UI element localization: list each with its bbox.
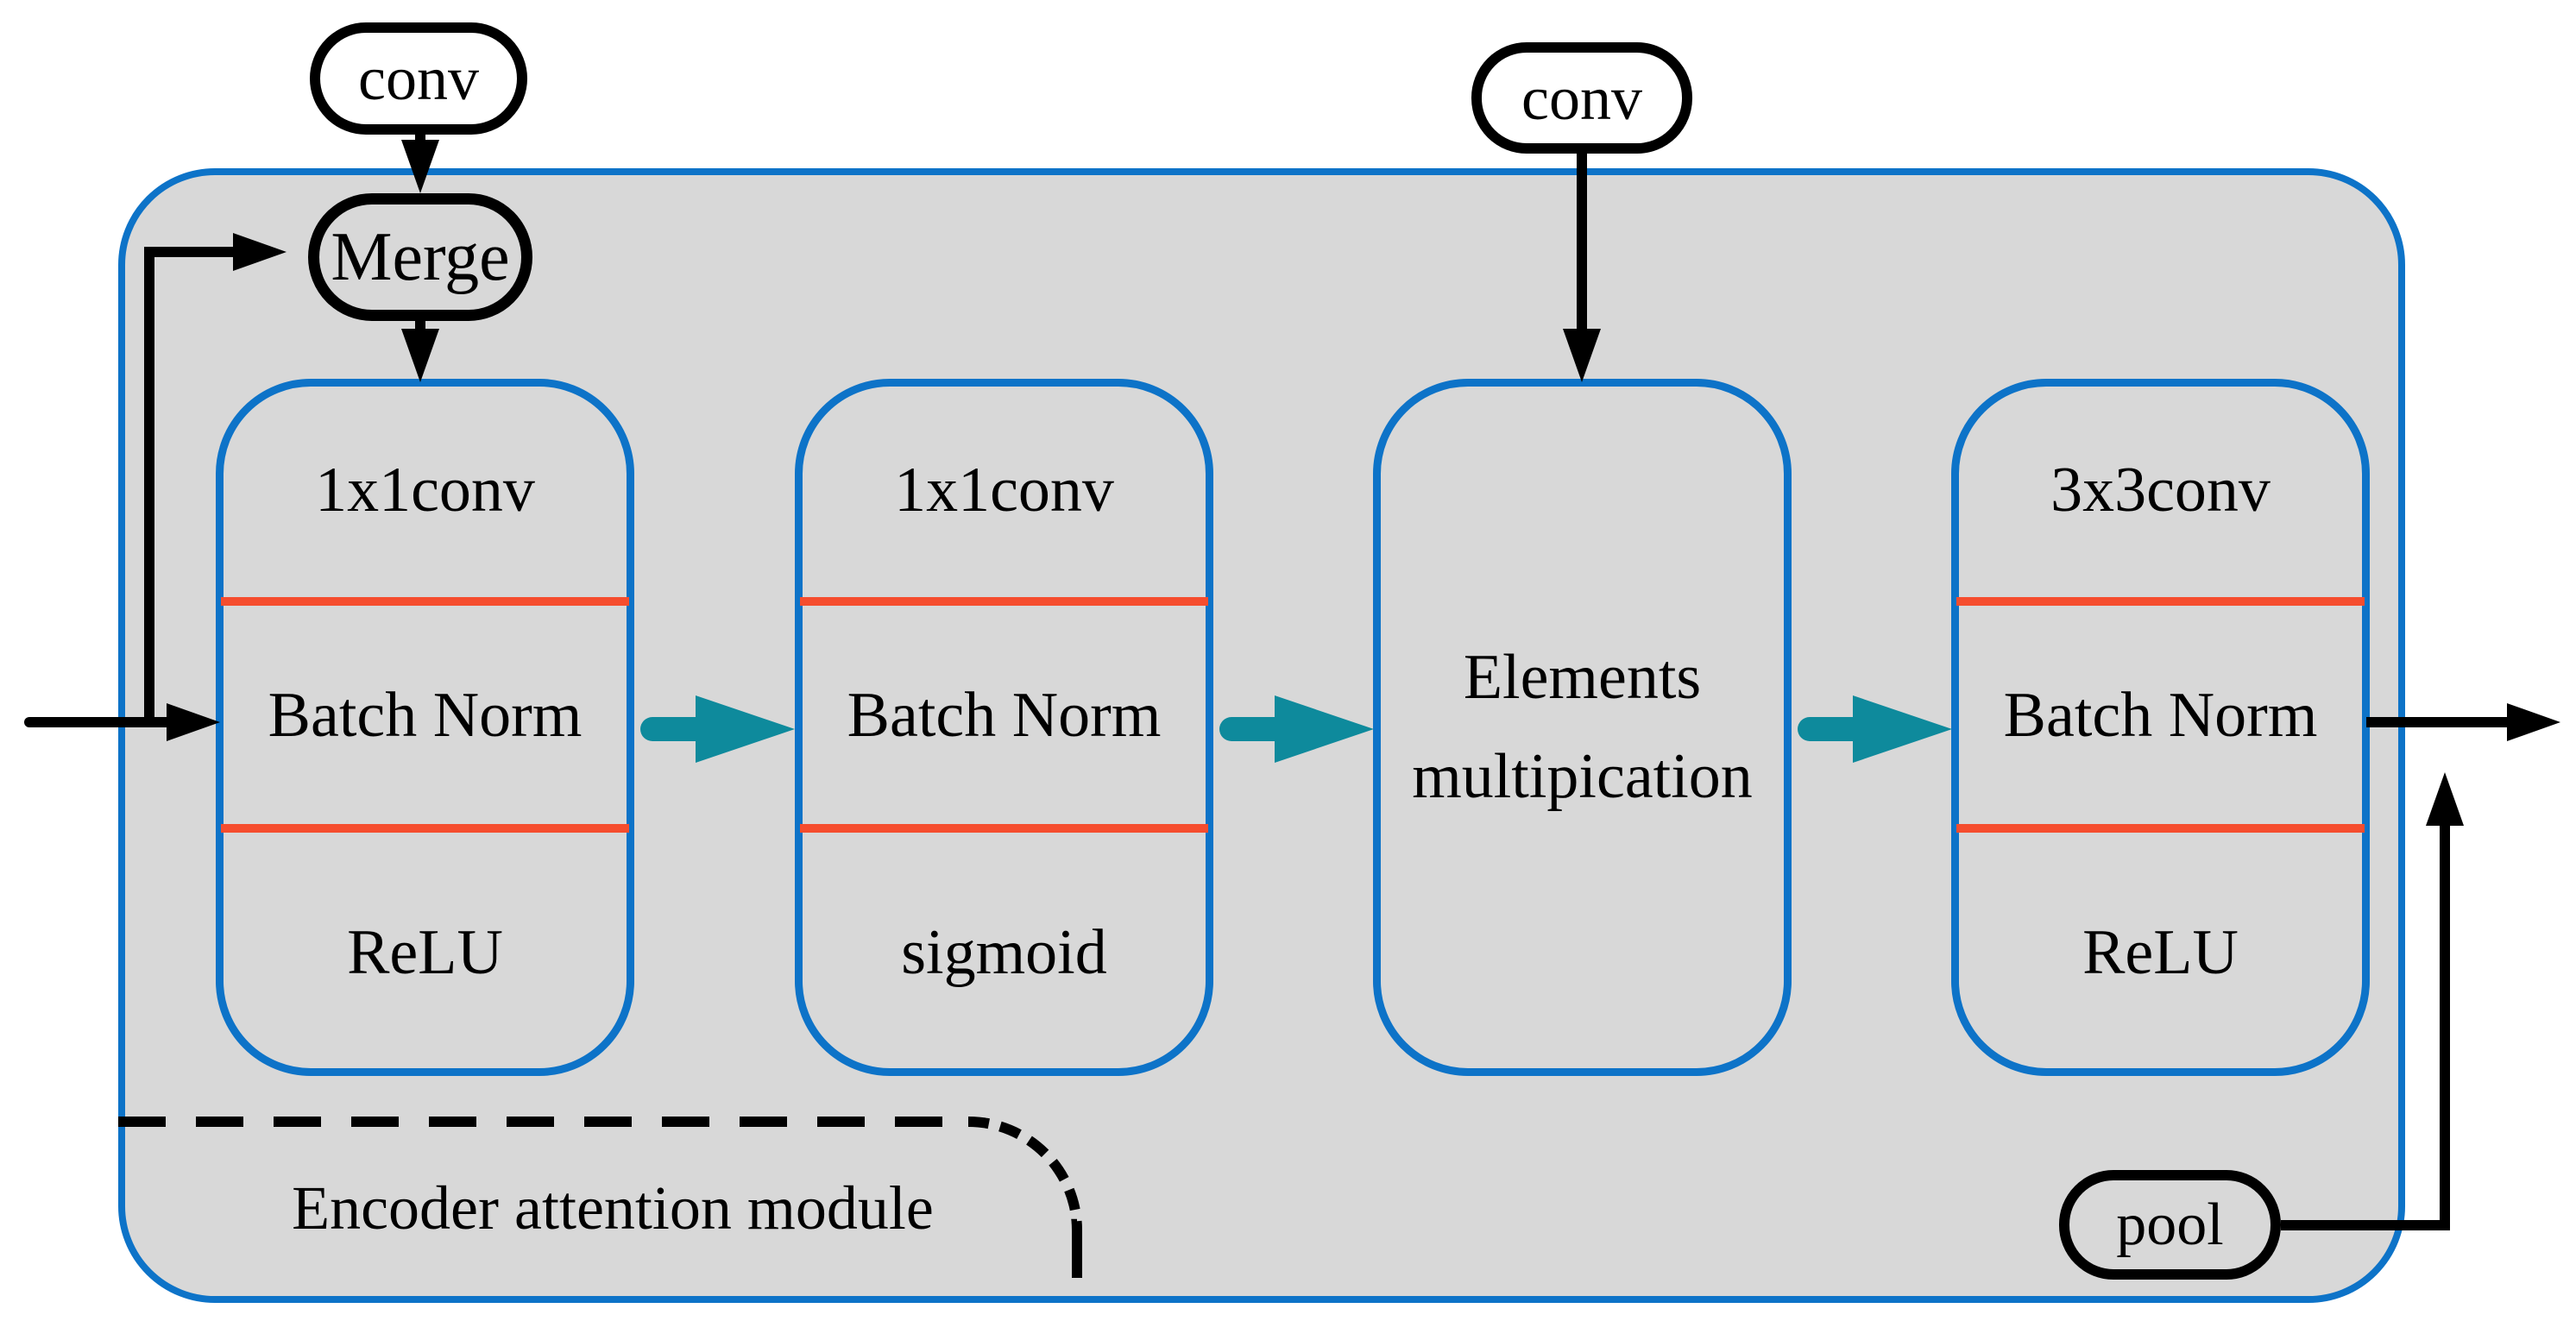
block1-row-conv: 1x1conv [315, 454, 535, 525]
conv-node-top-right: conv [1471, 42, 1692, 154]
merge-node-label: Merge [331, 219, 510, 295]
teal-arrow-1-head-icon [696, 695, 795, 763]
block2-row-activation: sigmoid [901, 917, 1107, 988]
block-conv1x1-bn-relu [216, 379, 634, 1076]
divider-red [800, 597, 1208, 606]
output-arrow-shaft [2366, 717, 2507, 727]
divider-red [800, 824, 1208, 833]
module-boundary-dashed-horizontal [118, 1117, 968, 1127]
teal-arrow-2-head-icon [1275, 695, 1374, 763]
divider-red [221, 824, 629, 833]
block1-row-batchnorm: Batch Norm [268, 679, 583, 751]
merge-node: Merge [308, 193, 532, 321]
block1-row-activation: ReLU [347, 917, 503, 988]
block4-row-activation: ReLU [2082, 917, 2239, 988]
block4-row-conv: 3x3conv [2050, 454, 2271, 525]
block3-label-line1: Elements [1463, 642, 1702, 714]
pool-arrow-head-icon [2426, 772, 2464, 826]
skip-branch-horizontal [144, 247, 235, 257]
conv-right-to-block3-shaft [1577, 148, 1587, 329]
pool-line-horizontal [2281, 1220, 2450, 1230]
conv-node-top-right-label: conv [1521, 63, 1642, 133]
block2-row-batchnorm: Batch Norm [847, 679, 1162, 751]
pool-node-label: pool [2116, 1191, 2224, 1258]
conv-node-top-left-label: conv [358, 44, 479, 113]
module-boundary-dashed-vertical [1072, 1230, 1082, 1303]
block4-row-batchnorm: Batch Norm [2003, 679, 2318, 751]
merge-to-block1-head-icon [401, 329, 439, 382]
divider-red [1956, 824, 2365, 833]
skip-branch-arrow-head-icon [233, 233, 287, 271]
conv-right-to-block3-head-icon [1563, 329, 1601, 382]
block-conv1x1-bn-sigmoid [795, 379, 1213, 1076]
teal-arrow-3-head-icon [1853, 695, 1952, 763]
divider-red [1956, 597, 2365, 606]
divider-red [221, 597, 629, 606]
block3-label-line2: multipication [1412, 741, 1753, 812]
conv-left-to-merge-head-icon [401, 140, 439, 193]
input-arrow-head-icon [167, 703, 220, 741]
conv-node-top-left: conv [310, 22, 527, 135]
block-elements-multiplication [1373, 379, 1792, 1076]
input-arrow-shaft [24, 717, 168, 727]
module-label: Encoder attention module [292, 1173, 934, 1242]
output-arrow-head-icon [2507, 703, 2560, 741]
block-conv3x3-bn-relu [1951, 379, 2370, 1076]
pool-node: pool [2059, 1170, 2281, 1280]
pool-line-vertical [2440, 826, 2450, 1230]
skip-branch-vertical [144, 247, 154, 722]
block2-row-conv: 1x1conv [894, 454, 1114, 525]
block3-label: Elements multipication [1373, 379, 1792, 1076]
